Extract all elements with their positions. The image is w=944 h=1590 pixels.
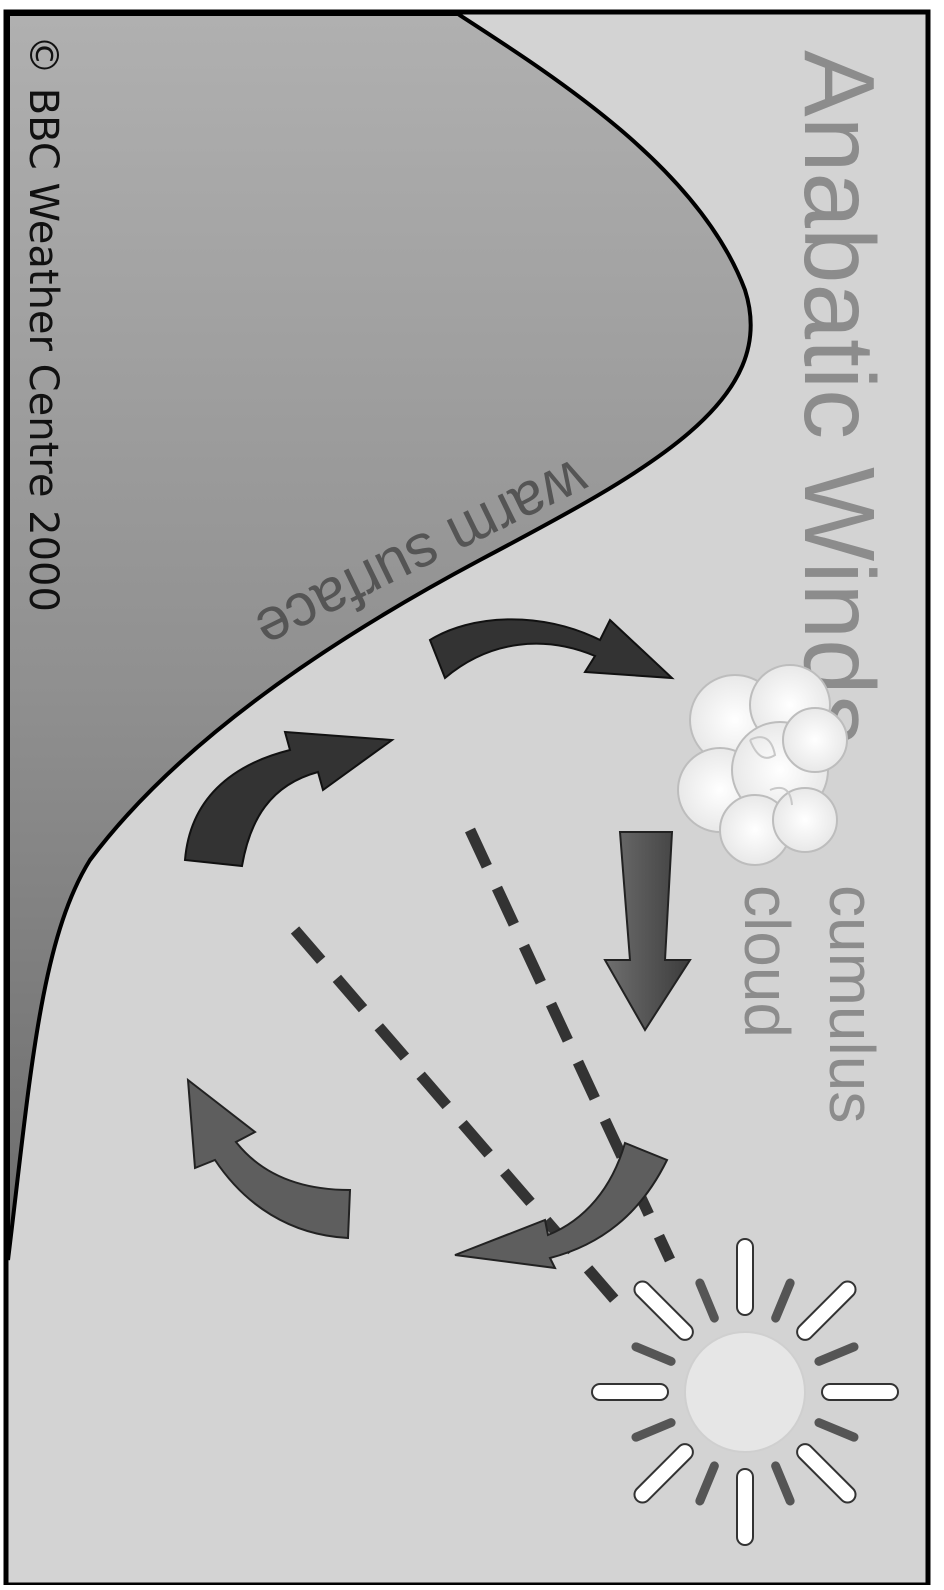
sun-ray-dark (814, 1342, 859, 1366)
cloud-icon (677, 664, 848, 866)
sun-icon (591, 1238, 899, 1546)
sun-ray-dark (771, 1461, 795, 1506)
sun-ray-light-fill (635, 1282, 692, 1339)
circulation-arrow-left (183, 730, 395, 868)
cloud-label-line1: cumulus (816, 885, 888, 1123)
circulation-arrow-bottom-left (186, 1077, 352, 1240)
copyright-text: © BBC Weather Centre 2000 (20, 35, 66, 612)
sun-ray-dark (814, 1418, 859, 1442)
sun-ray-dark (631, 1418, 676, 1442)
sun-ray-dark (771, 1278, 795, 1323)
warm-surface-hill (6, 12, 753, 1261)
sun-ray-light-fill (798, 1282, 855, 1339)
sun-ray-light-fill (798, 1445, 855, 1502)
sun-ray-dark (695, 1461, 719, 1506)
circulation-arrow-bottom-right (454, 1141, 669, 1270)
sun-ray-dark (631, 1342, 676, 1366)
circulation-arrow-down (603, 831, 692, 1032)
circulation-arrow-top (428, 618, 675, 680)
sun-ray-dark (695, 1278, 719, 1323)
cloud-label-line2: cloud (731, 885, 803, 1038)
diagram-title: Anabatic Winds (783, 50, 895, 745)
sun-ray-light-fill (635, 1445, 692, 1502)
